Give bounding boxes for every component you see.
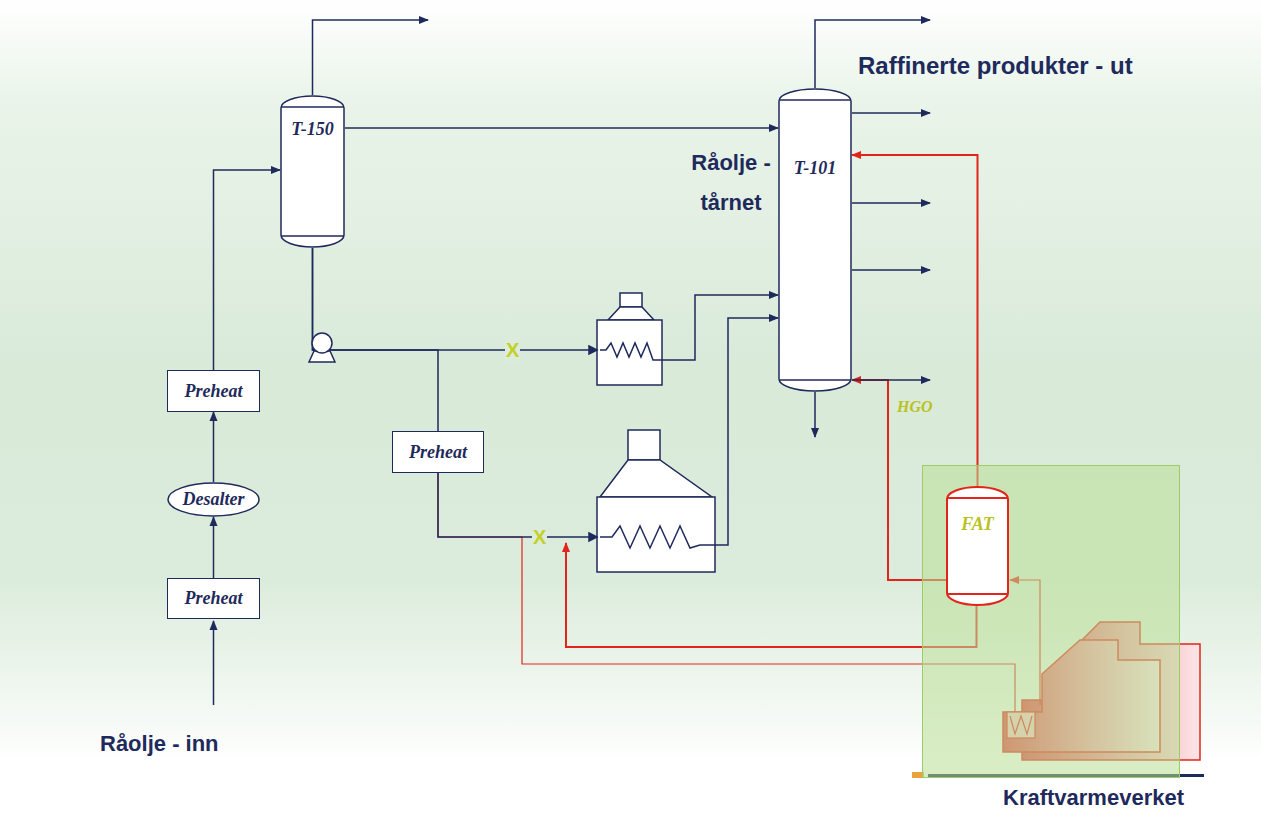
process-box: Preheat <box>167 578 260 619</box>
node-label: T-150 <box>291 119 333 140</box>
valve-mark: X <box>532 526 547 548</box>
vessel-seam <box>947 593 1008 595</box>
pipe-connector <box>345 127 778 129</box>
pipe-connector <box>214 170 281 370</box>
plant-region: KraftvarmeverketFAT <box>922 465 1180 778</box>
pipe-connector <box>213 412 215 482</box>
node-label: Preheat <box>185 381 243 402</box>
vessel-body <box>947 487 1008 605</box>
vessel-seam <box>281 106 344 108</box>
pipe-connector <box>313 248 779 360</box>
accumulator-tank: FAT <box>946 486 1009 606</box>
vessel-outline <box>946 486 1009 606</box>
vessel-seam <box>281 235 344 237</box>
pipe-connector <box>438 473 922 664</box>
desalter-ellipse: Desalter <box>167 482 260 517</box>
caption-label: Råolje - inn <box>100 731 219 757</box>
vessel-outline <box>280 95 345 248</box>
node-label: Preheat <box>185 588 243 609</box>
node-label: T-101 <box>794 158 836 179</box>
caption-label: Råolje -tårnet <box>686 143 776 223</box>
pipe-connector <box>213 517 215 578</box>
product-lines <box>214 20 931 705</box>
process-box: Preheat <box>392 431 484 473</box>
stream-label: HGO <box>897 398 933 416</box>
column-vessel: T-101 <box>778 88 852 392</box>
vessel-body <box>779 89 851 391</box>
vessel-outline <box>778 88 852 392</box>
large-furnace <box>589 430 715 572</box>
ellipse-body <box>168 483 259 516</box>
caption-label: Raffinerte produkter - ut <box>858 52 1133 80</box>
vessel-body <box>281 96 344 247</box>
vessel-seam <box>779 99 851 101</box>
column-vessel: T-150 <box>280 95 345 248</box>
node-label: FAT <box>961 514 993 535</box>
vessel-seam <box>947 497 1008 499</box>
vessel-seam <box>779 379 851 381</box>
pump-symbol <box>309 333 335 362</box>
pipe-connector <box>852 155 978 486</box>
region-heading: Kraftvarmeverket <box>1003 785 1184 811</box>
valve-mark: X <box>505 339 520 361</box>
pipe-connector <box>313 248 439 431</box>
node-label: Desalter <box>183 489 245 510</box>
node-label: Preheat <box>409 442 467 463</box>
process-box: Preheat <box>167 370 260 412</box>
small-furnace <box>589 293 662 385</box>
